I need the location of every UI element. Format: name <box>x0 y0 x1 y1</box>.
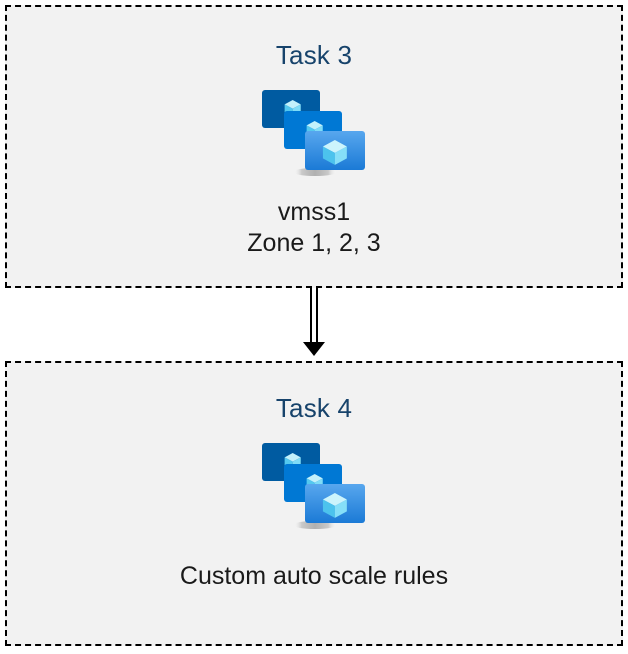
azure-vm-scale-set-icon <box>260 88 368 180</box>
flow-connector-arrow-down <box>297 286 331 358</box>
task-box-task-4: Task 4 <box>5 361 623 646</box>
task-title: Task 4 <box>275 393 353 423</box>
task-box-task-3: Task 3 <box>5 5 623 288</box>
task-title: Task 3 <box>275 40 353 70</box>
task-label-line: Zone 1, 2, 3 <box>247 229 381 257</box>
task-label-block: Custom auto scale rules <box>180 561 448 592</box>
task-label-line: Custom auto scale rules <box>179 562 449 590</box>
task-box-content: Task 4 <box>7 363 621 644</box>
task-label-line: vmss1 <box>277 198 351 226</box>
task-label-block: vmss1 Zone 1, 2, 3 <box>247 197 380 259</box>
azure-vm-scale-set-icon <box>260 441 368 533</box>
task-box-content: Task 3 <box>7 7 621 286</box>
